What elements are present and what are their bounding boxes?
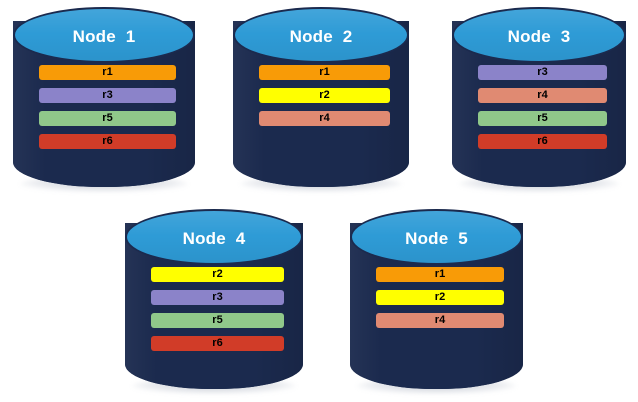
replica-bar[interactable]: r1 [39,65,176,80]
node-title: Node 2 [289,26,353,46]
replica-list: r1 r2 r4 [233,65,409,126]
replica-bar[interactable]: r5 [478,111,607,126]
replica-label: r4 [434,313,446,326]
database-node-3[interactable]: Node 3 r3 r4 r5 r6 [452,7,626,192]
replica-bar[interactable]: r6 [39,134,176,149]
replica-label: r6 [102,134,113,147]
database-node-2[interactable]: Node 2 r1 r2 r4 [233,7,409,192]
replica-label: r6 [212,336,223,349]
replica-list: r3 r4 r5 r6 [452,65,626,149]
replica-label: r6 [537,134,548,147]
replica-bar[interactable]: r3 [151,290,284,305]
replica-label: r2 [319,88,330,101]
replica-label: r4 [537,88,548,101]
replica-list: r1 r3 r5 r6 [13,65,195,149]
node-title: Node 3 [507,26,571,46]
replica-label: r1 [102,65,113,78]
replica-bar[interactable]: r2 [151,267,284,282]
node-cylinder-top: Node 1 [13,7,195,63]
node-title: Node 5 [405,228,468,248]
replica-label: r1 [434,267,446,280]
replica-label: r3 [537,65,548,78]
node-cylinder-top: Node 3 [452,7,626,63]
replica-list: r1 r2 r4 [350,267,523,328]
node-title: Node 1 [72,26,136,46]
replica-bar[interactable]: r5 [151,313,284,328]
replica-label: r5 [212,313,223,326]
replica-label: r4 [319,111,330,124]
replica-bar[interactable]: r2 [259,88,390,103]
replica-label: r3 [212,290,223,303]
node-cylinder-top: Node 5 [350,209,523,265]
node-cylinder-body [13,21,195,187]
node-title: Node 4 [182,228,246,248]
replica-label: r2 [434,290,446,303]
replica-bar[interactable]: r2 [376,290,504,305]
replica-bar[interactable]: r4 [376,313,504,328]
replica-bar[interactable]: r4 [478,88,607,103]
replica-bar[interactable]: r1 [376,267,504,282]
replica-list: r2 r3 r5 r6 [125,267,303,351]
replica-label: r5 [102,111,113,124]
database-node-4[interactable]: Node 4 r2 r3 r5 r6 [125,209,303,394]
replica-bar[interactable]: r4 [259,111,390,126]
database-node-1[interactable]: Node 1 r1 r3 r5 r6 [13,7,195,192]
replica-label: r2 [212,267,223,280]
replica-bar[interactable]: r3 [478,65,607,80]
replica-label: r5 [537,111,548,124]
node-cylinder-top: Node 2 [233,7,409,63]
node-cylinder-top: Node 4 [125,209,303,265]
replica-bar[interactable]: r3 [39,88,176,103]
replica-bar[interactable]: r5 [39,111,176,126]
replica-label: r1 [319,65,330,78]
replica-bar[interactable]: r1 [259,65,390,80]
replica-bar[interactable]: r6 [151,336,284,351]
replica-bar[interactable]: r6 [478,134,607,149]
database-node-5[interactable]: Node 5 r1 r2 r4 [350,209,523,394]
replica-label: r3 [102,88,113,101]
